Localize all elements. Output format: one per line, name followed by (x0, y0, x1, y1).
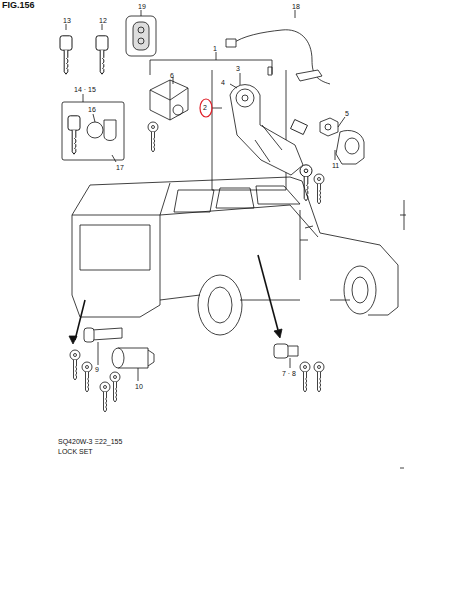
callout-number: 7 · 8 (282, 370, 296, 377)
callout-number: 17 (116, 164, 124, 171)
callout-number: 4 (221, 79, 225, 86)
callout-number: 10 (135, 383, 143, 390)
callout-number: 18 (292, 3, 300, 10)
callout-number: 1 (213, 45, 217, 52)
callout-number: 9 (95, 366, 99, 373)
caption: LOCK SET (58, 448, 93, 455)
figure-code: SQ420W-3 Ξ22_155 (58, 438, 122, 445)
callout-number: 5 (345, 110, 349, 117)
callout-number: 11 (332, 162, 339, 169)
callout-number: 19 (138, 3, 146, 10)
callout-number: 3 (236, 65, 240, 72)
callout-number: 12 (99, 17, 107, 24)
callout-number: 2 (203, 104, 207, 111)
callout-number: 6 (170, 72, 174, 79)
callout-number: 16 (88, 106, 96, 113)
callout-number: 13 (63, 17, 71, 24)
figure-code: FIG.156 (2, 1, 35, 10)
callout-number: 14 · 15 (74, 86, 96, 93)
